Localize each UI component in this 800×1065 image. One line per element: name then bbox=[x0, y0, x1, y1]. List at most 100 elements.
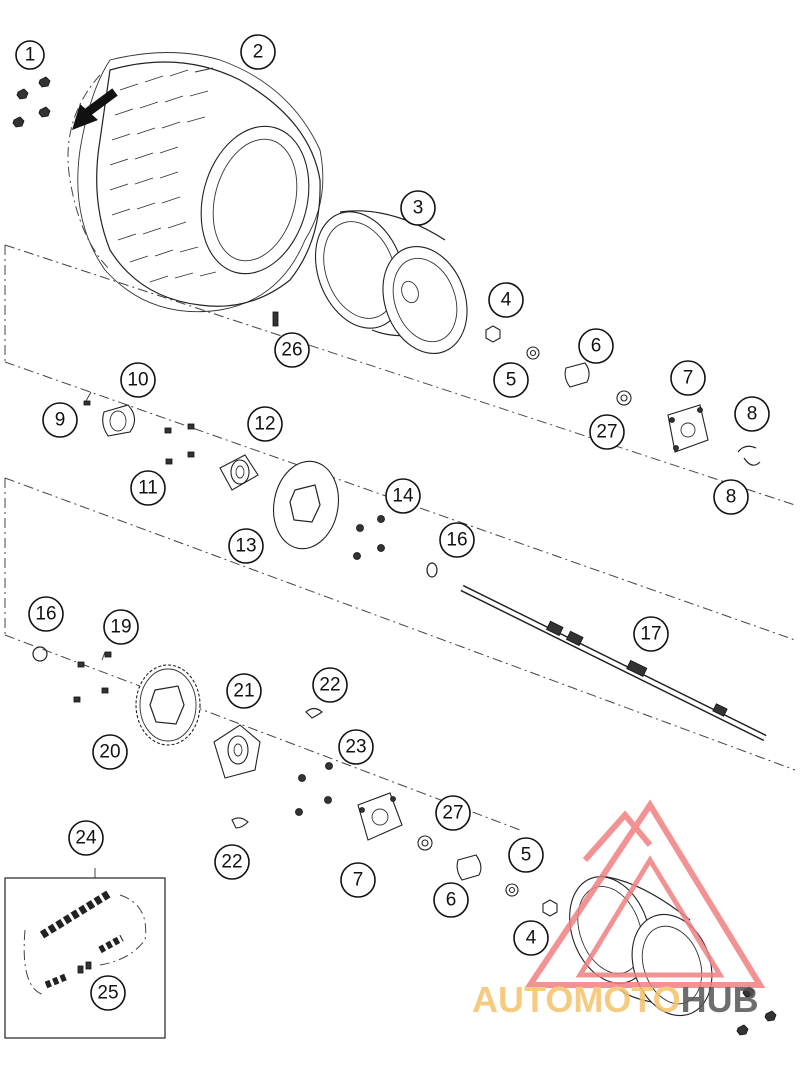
lower-spacer-parts bbox=[417, 835, 558, 917]
brake-disc-part bbox=[273, 460, 339, 550]
part-label-19: 19 bbox=[103, 609, 139, 645]
watermark-text-part2: HUB bbox=[681, 979, 759, 1020]
svg-text:12: 12 bbox=[254, 414, 275, 435]
brake-hub-part bbox=[219, 454, 259, 491]
sprocket-part bbox=[135, 664, 201, 746]
part-label-21: 21 bbox=[226, 673, 262, 709]
part-label-2: 2 bbox=[240, 34, 276, 70]
part-label-6-lower: 6 bbox=[433, 882, 469, 918]
part-label-6-upper: 6 bbox=[578, 328, 614, 364]
part-label-24: 24 bbox=[68, 820, 104, 856]
hub-bolts-part bbox=[164, 423, 195, 465]
part-label-25: 25 bbox=[90, 975, 126, 1011]
snap-rings-part bbox=[737, 445, 761, 466]
part-label-17: 17 bbox=[633, 616, 669, 652]
part-label-12: 12 bbox=[247, 406, 283, 442]
svg-text:21: 21 bbox=[233, 681, 254, 702]
tire-tread bbox=[109, 67, 217, 283]
part-label-14: 14 bbox=[385, 478, 421, 514]
svg-text:16: 16 bbox=[35, 604, 56, 625]
part-label-4-upper: 4 bbox=[488, 282, 524, 318]
svg-text:1: 1 bbox=[25, 45, 36, 66]
part-label-5-upper: 5 bbox=[493, 362, 529, 398]
chain-adjuster-part bbox=[83, 400, 136, 437]
svg-text:4: 4 bbox=[501, 290, 512, 311]
svg-text:27: 27 bbox=[596, 422, 617, 443]
part-label-9: 9 bbox=[42, 402, 78, 438]
chain-links bbox=[39, 889, 124, 989]
part-label-7-lower: 7 bbox=[340, 862, 376, 898]
hub-nuts-part bbox=[295, 762, 333, 816]
svg-text:4: 4 bbox=[526, 928, 537, 949]
part-label-11: 11 bbox=[130, 470, 166, 506]
part-label-26: 26 bbox=[274, 332, 310, 368]
part-label-23: 23 bbox=[338, 729, 374, 765]
svg-text:13: 13 bbox=[235, 536, 256, 557]
part-label-8-lower: 8 bbox=[713, 479, 749, 515]
tire-part bbox=[67, 52, 324, 313]
bearing-carrier-lower-part bbox=[357, 792, 403, 841]
part-label-16-lower: 16 bbox=[28, 596, 64, 632]
sprocket-bolts-part bbox=[73, 651, 112, 703]
leader-lines bbox=[85, 391, 106, 878]
svg-text:26: 26 bbox=[281, 340, 302, 361]
part-label-22-upper: 22 bbox=[312, 667, 348, 703]
part-label-13: 13 bbox=[228, 528, 264, 564]
svg-text:22: 22 bbox=[319, 675, 340, 696]
svg-text:8: 8 bbox=[726, 487, 737, 508]
part-label-7-upper: 7 bbox=[670, 360, 706, 396]
upper-spacer-parts bbox=[485, 325, 632, 406]
svg-text:9: 9 bbox=[55, 410, 66, 431]
svg-text:20: 20 bbox=[99, 742, 120, 763]
lug-nuts-part bbox=[12, 76, 51, 128]
svg-text:2: 2 bbox=[253, 42, 264, 63]
svg-text:10: 10 bbox=[127, 370, 148, 391]
part-label-22-lower: 22 bbox=[214, 844, 250, 880]
svg-text:14: 14 bbox=[392, 486, 414, 507]
svg-text:25: 25 bbox=[97, 983, 118, 1004]
master-link-part bbox=[77, 961, 92, 974]
svg-text:19: 19 bbox=[110, 617, 131, 638]
part-label-3: 3 bbox=[400, 190, 436, 226]
part-label-5-lower: 5 bbox=[508, 837, 544, 873]
svg-text:8: 8 bbox=[747, 404, 758, 425]
svg-text:6: 6 bbox=[446, 890, 457, 911]
bearing-carrier-upper-part bbox=[667, 404, 709, 453]
part-label-16-upper: 16 bbox=[439, 522, 475, 558]
svg-text:22: 22 bbox=[221, 852, 242, 873]
axle-part bbox=[460, 584, 767, 742]
part-label-20: 20 bbox=[92, 734, 128, 770]
svg-text:7: 7 bbox=[683, 368, 694, 389]
part-label-27-lower: 27 bbox=[435, 795, 471, 831]
rim-part bbox=[314, 210, 468, 355]
svg-text:11: 11 bbox=[138, 478, 158, 499]
svg-text:5: 5 bbox=[521, 845, 532, 866]
svg-text:5: 5 bbox=[506, 370, 517, 391]
part-label-4-lower: 4 bbox=[513, 920, 549, 956]
o-ring-upper-part bbox=[426, 562, 438, 578]
svg-text:AUTOMOTOHUB: AUTOMOTOHUB bbox=[472, 979, 759, 1020]
svg-text:16: 16 bbox=[446, 530, 467, 551]
part-label-10: 10 bbox=[120, 362, 156, 398]
rotation-direction-arrow-icon bbox=[72, 88, 118, 130]
svg-text:7: 7 bbox=[353, 870, 364, 891]
part-label-1: 1 bbox=[15, 40, 45, 70]
svg-text:24: 24 bbox=[75, 828, 97, 849]
watermark-triangle-icon bbox=[524, 799, 766, 988]
svg-text:27: 27 bbox=[442, 803, 463, 824]
svg-text:3: 3 bbox=[413, 198, 424, 219]
part-label-8-upper: 8 bbox=[734, 396, 770, 432]
svg-text:23: 23 bbox=[345, 737, 366, 758]
disc-nuts-part bbox=[353, 515, 385, 560]
assembly-boundary-lines bbox=[4, 244, 796, 831]
chain-inset-box bbox=[4, 877, 166, 1039]
watermark-text-part1: AUTOMOTO bbox=[472, 979, 681, 1020]
svg-text:6: 6 bbox=[591, 336, 602, 357]
part-label-27-upper: 27 bbox=[589, 414, 625, 450]
valve-stem-part bbox=[272, 311, 279, 327]
o-ring-lower-part bbox=[32, 646, 48, 662]
circlips-part bbox=[231, 707, 323, 829]
sprocket-hub-part bbox=[213, 724, 261, 779]
watermark-logo: AUTOMOTOHUB bbox=[472, 799, 766, 1020]
